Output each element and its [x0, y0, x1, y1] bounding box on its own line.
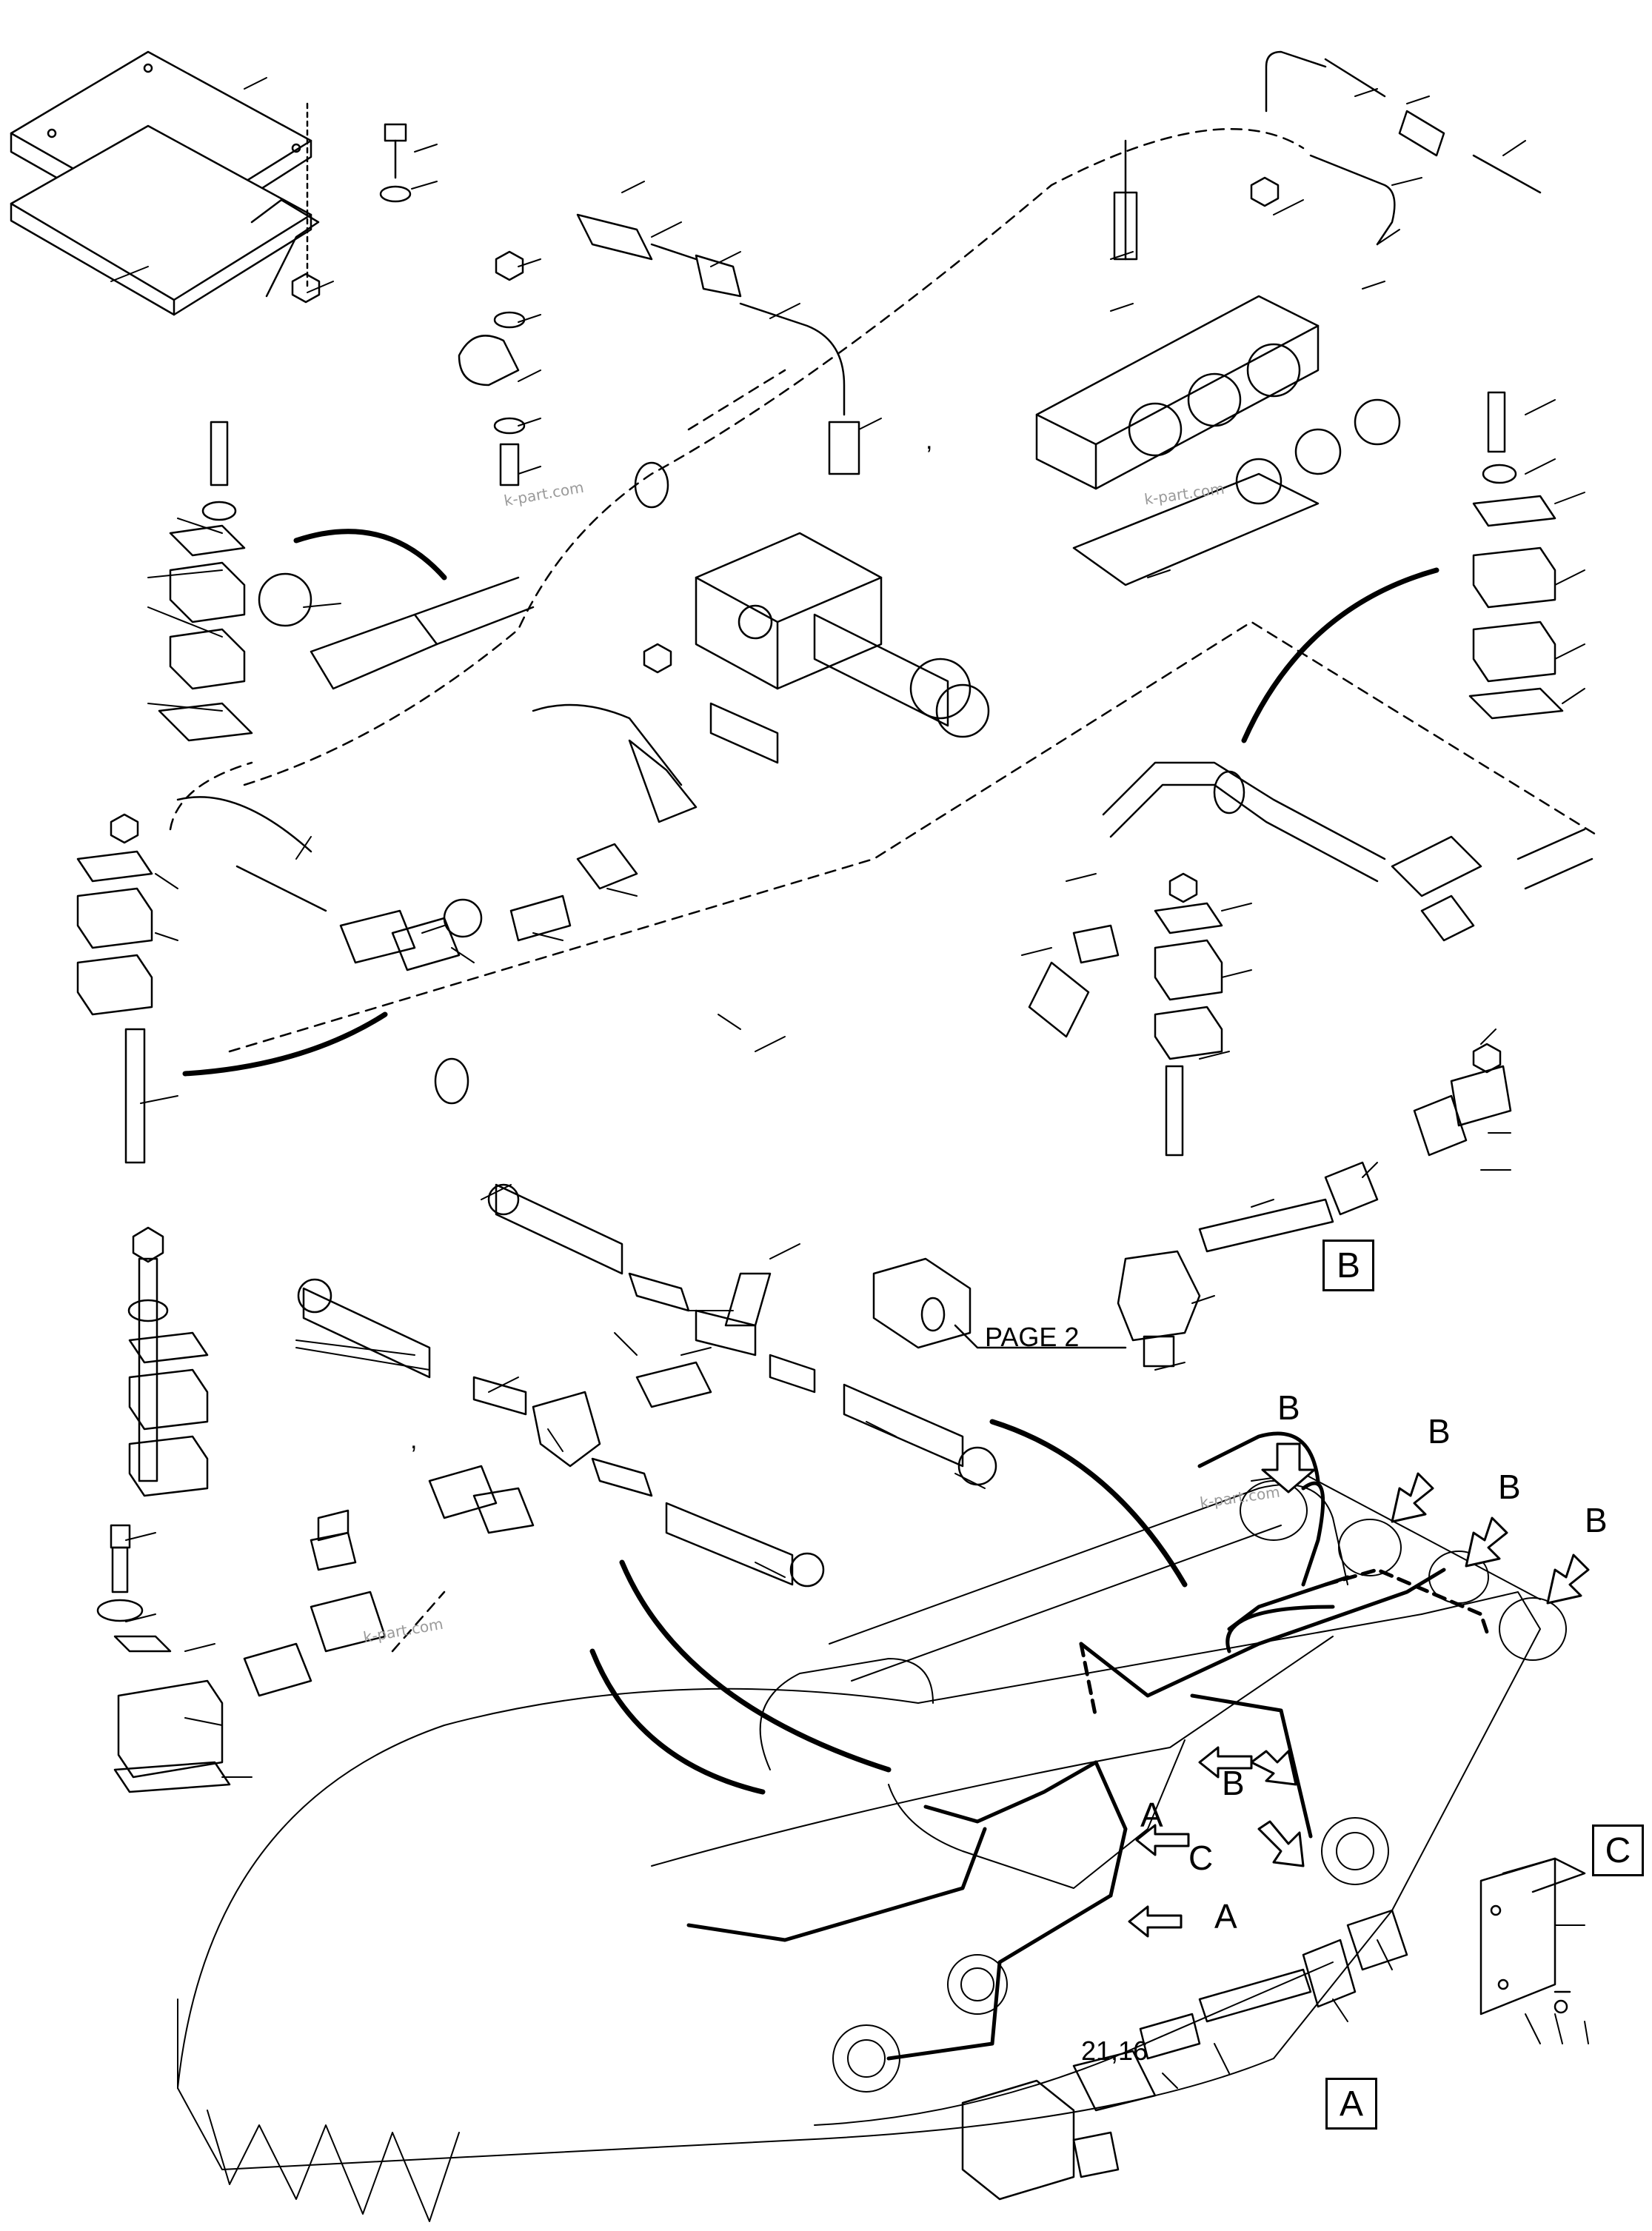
bolt-washer-nut-group [291, 102, 412, 304]
detail-box-b: B [1322, 1240, 1374, 1291]
pointer-arcs [182, 529, 1439, 1795]
bent-tube-top-right [1265, 50, 1542, 246]
detail-box-a: A [1325, 2078, 1377, 2130]
clamp-stack-right-2 [1154, 872, 1223, 1157]
tee-fittings-mid [339, 703, 698, 971]
callout-label-b-2: B [1428, 1412, 1451, 1451]
clamp-stack-left-mid [76, 813, 153, 1164]
callout-label-b-1: B [1277, 1388, 1300, 1427]
tee-block-bottom-left [96, 1509, 387, 1793]
dashed-routing [169, 128, 1601, 1653]
callout-label-b-5: B [1222, 1764, 1245, 1802]
clamp-stack-right [1468, 391, 1564, 720]
part-number-label: 21,16 [1081, 2036, 1148, 2066]
hose-left [176, 576, 535, 912]
callout-label-a-1: A [1140, 1796, 1163, 1834]
fitting-detail-b [1117, 1043, 1512, 1368]
bracket-detail-c [1479, 1857, 1586, 2016]
valve-block-center [643, 532, 990, 764]
detail-box-c: C [1592, 1824, 1644, 1876]
clamp-stack-left-low [127, 1226, 209, 1497]
cover-plates-group [10, 50, 320, 316]
distributor-block-top [1035, 139, 1401, 586]
callout-label-c: C [1188, 1839, 1214, 1877]
callout-label-a-2: A [1214, 1897, 1237, 1936]
clamp-stack-left [158, 421, 312, 742]
cross-fittings-center [297, 1183, 997, 1588]
hose-fitting-top [576, 213, 860, 475]
hex-nut-page2 [872, 1257, 1127, 1349]
callout-label-b-3: B [1498, 1468, 1521, 1506]
callout-arrows [1128, 1442, 1590, 1938]
bucket-hose-routing [686, 1431, 1491, 2061]
page-2-reference-label: PAGE 2 [985, 1322, 1080, 1352]
separator-comma-1: , [926, 427, 933, 455]
tube-hose-right [1028, 761, 1594, 1038]
separator-comma-2: , [410, 1426, 418, 1454]
fitting-detail-a [961, 1909, 1408, 2201]
excavator-bucket [177, 1473, 1567, 2222]
loop-rings [434, 461, 1245, 1105]
callout-label-b-4: B [1585, 1501, 1608, 1539]
leader-lines [110, 77, 1589, 2089]
clamp-stack-top [458, 250, 526, 486]
